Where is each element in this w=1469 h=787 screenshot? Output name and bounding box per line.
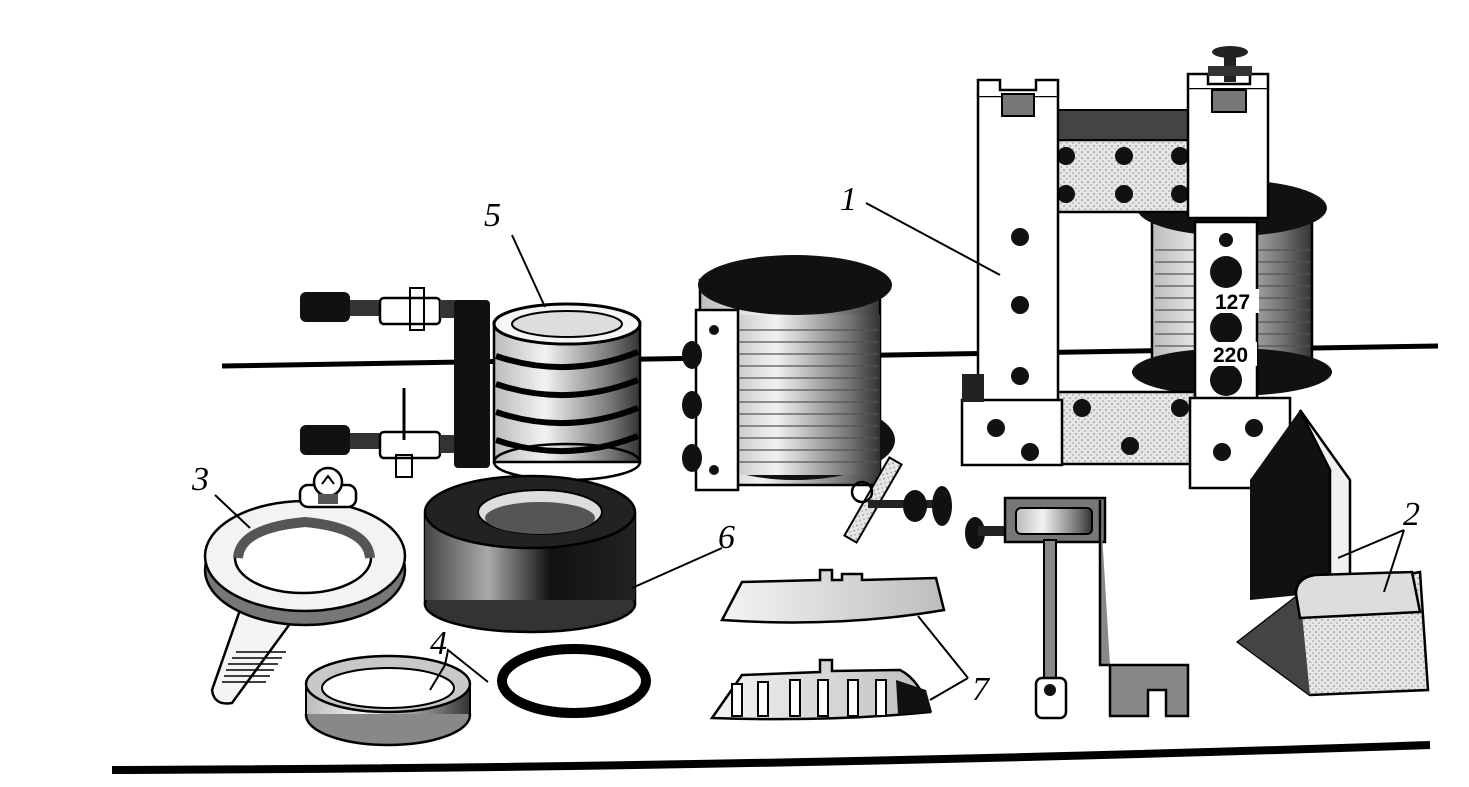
coil-terminal-board [694,308,740,492]
item-4-rings [304,644,651,747]
pendulum-clamp [843,456,1190,720]
callout-7: 7 [972,671,991,708]
item-3-ring-with-lamp [203,466,407,705]
callout-5: 5 [484,197,501,234]
item-7-blades [709,568,946,721]
item-5-coil-assembly [300,287,642,482]
callout-2: 2 [1403,496,1420,533]
base-line [111,741,1431,774]
item-1-transformer: 127 220 [960,46,1332,490]
item-6-dark-ring [423,474,637,634]
left-foot [960,398,1064,467]
primary-coil [682,255,895,492]
tap-label-220: 220 [1213,344,1248,367]
callout-6: 6 [718,519,735,556]
callout-4: 4 [430,625,447,662]
leader-lines [214,202,1405,701]
callout-1: 1 [840,181,857,218]
tap-label-127: 127 [1215,291,1250,314]
item-2-pole-pieces [1235,409,1430,697]
callout-numbers: 1 2 3 4 5 6 7 [191,181,1420,708]
left-limb [976,94,1060,416]
blade-solid [719,568,946,624]
callout-3: 3 [191,461,209,498]
